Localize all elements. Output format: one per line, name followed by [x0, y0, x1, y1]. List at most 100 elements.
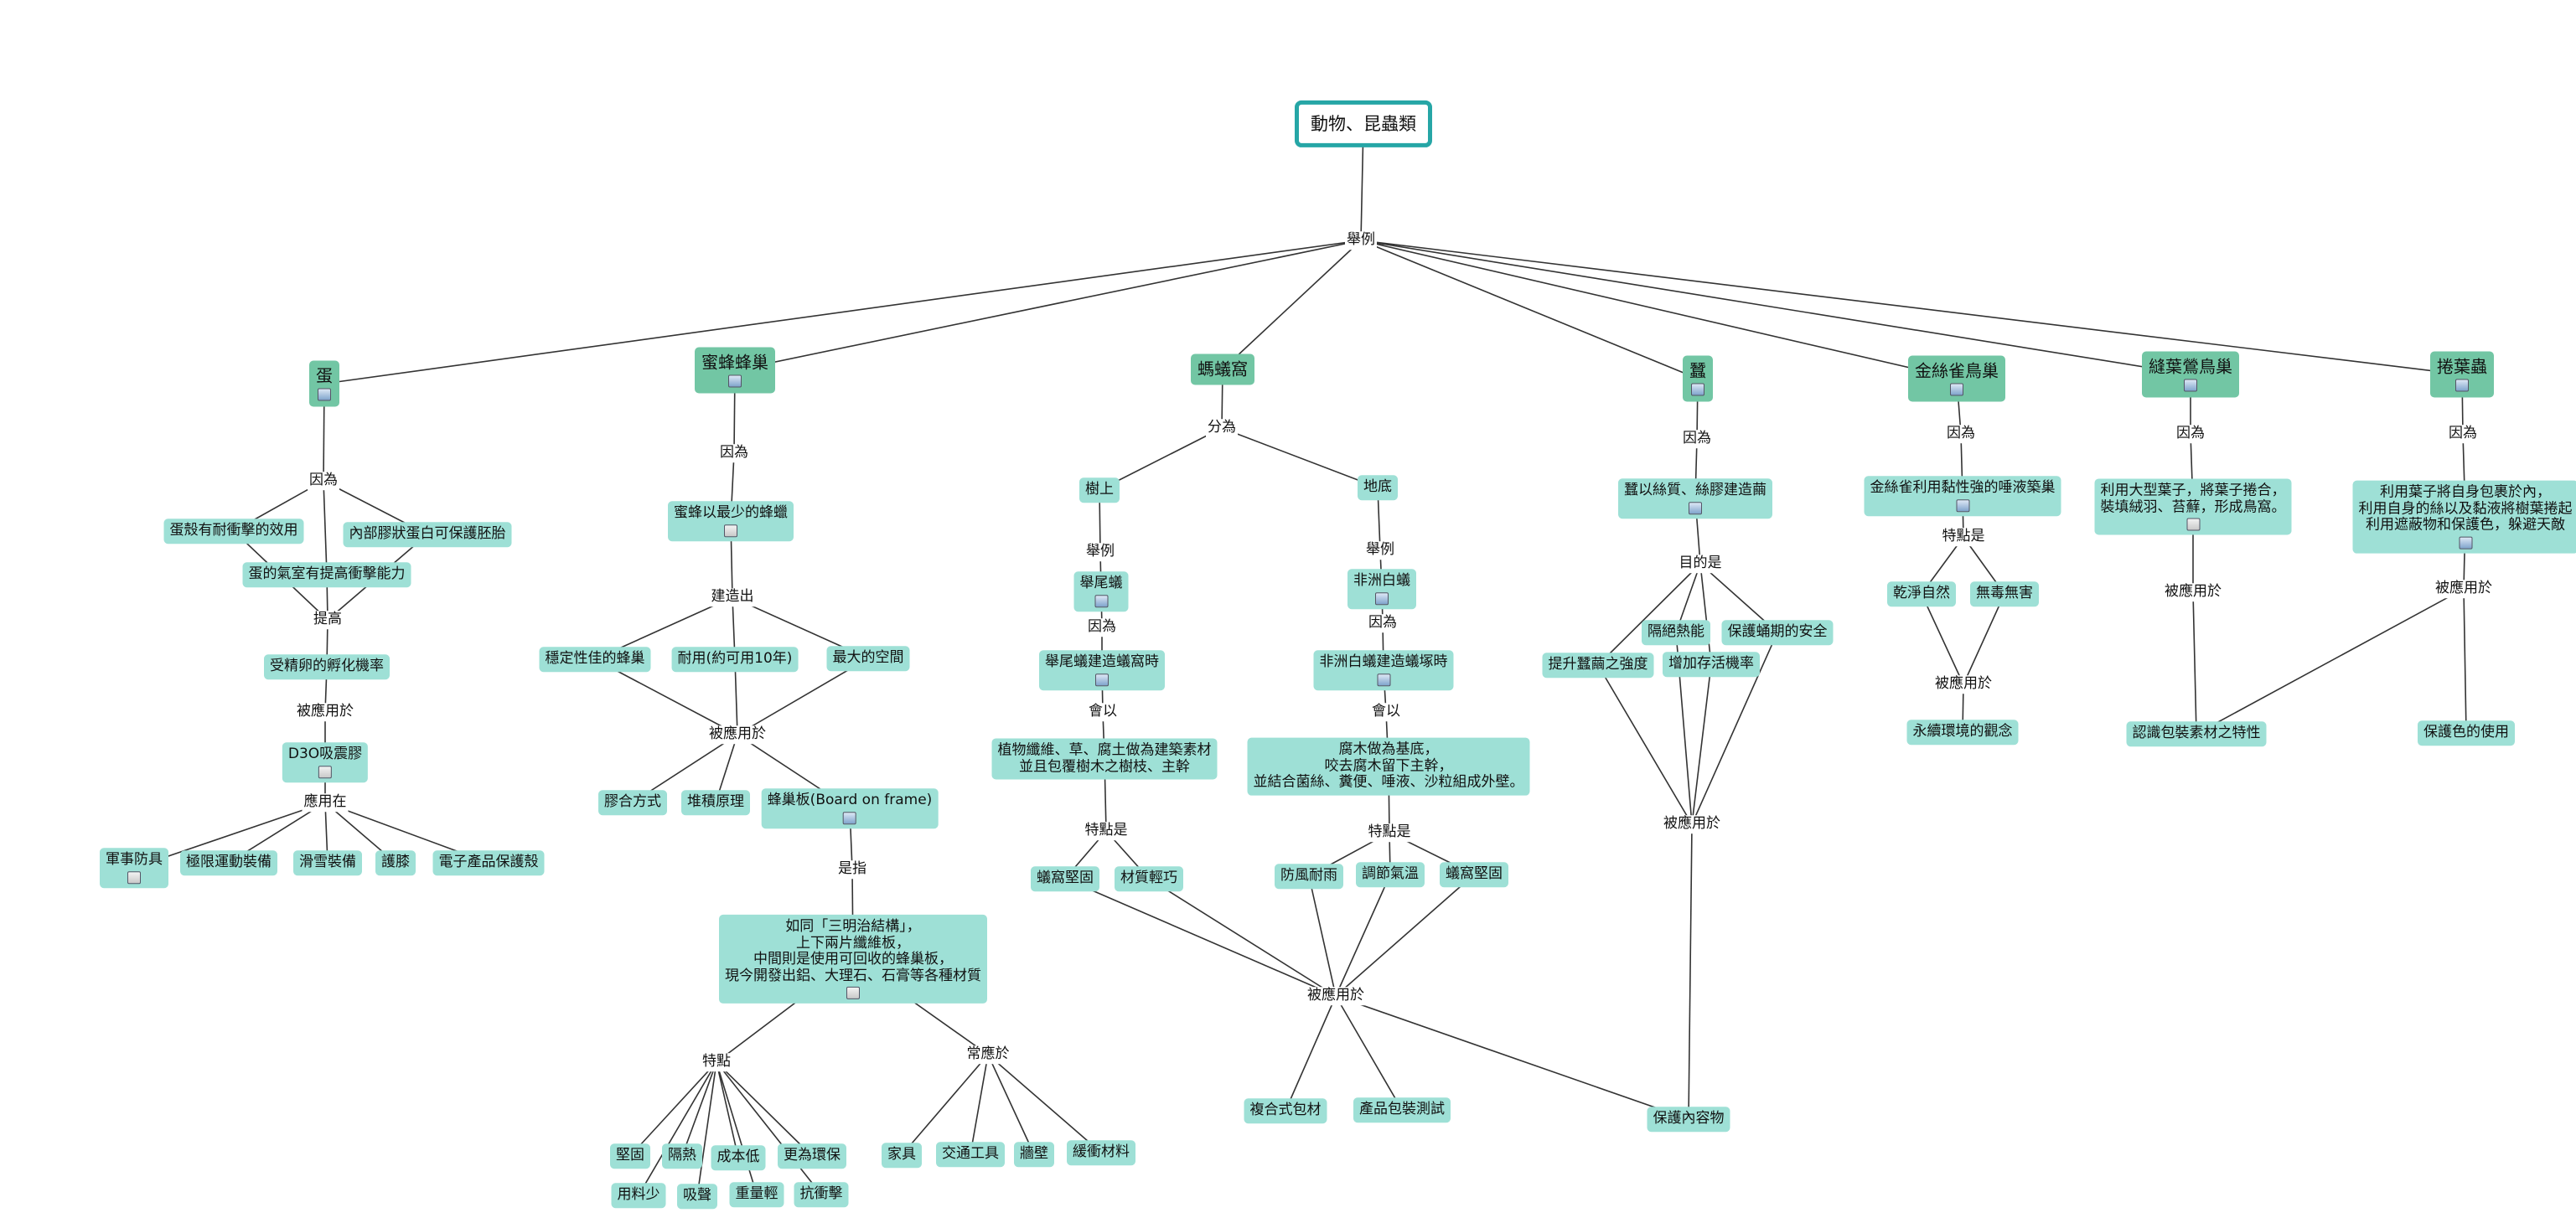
node-label: 特點: [702, 1053, 731, 1071]
concept-node-ant-ground[interactable]: 地底: [1358, 475, 1398, 500]
concept-node-egg-shell[interactable]: 蛋殼有耐衝擊的效用: [163, 519, 304, 544]
image-icon[interactable]: [318, 388, 331, 401]
image-icon[interactable]: [1689, 501, 1702, 514]
concept-node-ant-cremato[interactable]: 舉尾蟻: [1073, 571, 1129, 612]
concept-node-hive-stack[interactable]: 堆積原理: [681, 790, 750, 815]
concept-node-ant-termite[interactable]: 非洲白蟻: [1347, 569, 1416, 609]
concept-node-hive-sand[interactable]: 如同「三明治結構」， 上下兩片纖維板， 中間則是使用可回收的蜂巢板， 現今開發出…: [719, 914, 987, 1004]
concept-node-f-heat[interactable]: 隔熱: [662, 1143, 702, 1169]
concept-node-silk-build[interactable]: 蠶以絲質、絲膠建造繭: [1618, 478, 1772, 519]
concept-node-protect[interactable]: 保護內容物: [1647, 1107, 1730, 1132]
concept-node-f-solid[interactable]: 堅固: [610, 1143, 650, 1169]
concept-node-f-eco[interactable]: 更為環保: [778, 1143, 846, 1169]
concept-node-pack-know[interactable]: 認識包裝素材之特性: [2126, 721, 2267, 746]
concept-node-egg-air[interactable]: 蛋的氣室有提高衝擊能力: [242, 562, 411, 587]
concept-node-ant-solid1[interactable]: 蟻窩堅固: [1031, 866, 1099, 891]
concept-node-d3o[interactable]: D3O吸震膠: [282, 742, 369, 782]
concept-node-egg-hatch[interactable]: 受精卵的孵化機率: [264, 654, 390, 679]
concept-node-ant-rot[interactable]: 腐木做為基底， 咬去腐木留下主幹， 並結合菌絲、糞便、唾液、沙粒組成外壁。: [1247, 737, 1530, 796]
concept-node-hive-durable[interactable]: 耐用(約可用10年): [671, 647, 799, 672]
concept-node-ant-solid2[interactable]: 蟻窩堅固: [1440, 862, 1508, 887]
concept-node-silk-str[interactable]: 提升蠶繭之強度: [1542, 653, 1654, 678]
concept-node-swift-sustain[interactable]: 永續環境的觀念: [1906, 720, 2019, 745]
concept-node-d3o-ext[interactable]: 極限運動裝備: [180, 850, 277, 875]
image-icon[interactable]: [843, 811, 856, 824]
concept-node-u-furn[interactable]: 家具: [882, 1143, 922, 1168]
concept-node-f-less[interactable]: 用料少: [611, 1183, 666, 1208]
image-icon[interactable]: [2455, 379, 2469, 392]
concept-node-u-vehicle[interactable]: 交通工具: [936, 1142, 1005, 1167]
edge-l_ex-swift: [1360, 240, 1958, 379]
doc-icon[interactable]: [127, 870, 141, 884]
doc-icon[interactable]: [846, 987, 860, 1000]
concept-node-egg-membrane[interactable]: 內部膠狀蛋白可保護胚胎: [343, 522, 512, 547]
concept-node-ant-wind[interactable]: 防風耐雨: [1275, 864, 1343, 889]
image-icon[interactable]: [728, 374, 742, 388]
concept-node-d3o-case[interactable]: 電子產品保護殼: [432, 850, 545, 875]
concept-node-u-buffer[interactable]: 緩衝材料: [1067, 1140, 1135, 1165]
concept-node-f-cost[interactable]: 成本低: [711, 1145, 766, 1170]
category-node-roller[interactable]: 捲葉蟲: [2430, 351, 2494, 398]
concept-node-warbler-leaf[interactable]: 利用大型葉子，將葉子捲合， 裝填絨羽、苔蘚，形成鳥窩。: [2094, 478, 2292, 535]
image-icon[interactable]: [1956, 498, 1969, 512]
concept-node-hive-stable[interactable]: 穩定性佳的蜂巢: [539, 647, 651, 672]
concept-node-f-sound[interactable]: 吸聲: [677, 1184, 717, 1209]
edge-ant_temp-ant_applied: [1335, 874, 1391, 997]
concept-node-ant-test[interactable]: 產品包裝測試: [1353, 1097, 1451, 1122]
node-label: 蛋: [316, 365, 333, 386]
concept-node-roller-wrap[interactable]: 利用葉子將自身包裹於內， 利用自身的絲以及黏液將樹葉捲起 利用遮蔽物和保護色，躲…: [2352, 480, 2576, 554]
linking-phrase-roller-applied: 被應用於: [2434, 580, 2494, 598]
concept-node-ant-tree[interactable]: 樹上: [1079, 477, 1120, 503]
concept-node-f-impact[interactable]: 抗衝擊: [794, 1182, 849, 1207]
concept-node-d3o-knee[interactable]: 護膝: [375, 850, 416, 875]
concept-node-ant-plant[interactable]: 植物纖維、草、腐土做為建築素材 並且包覆樹木之樹枝、主幹: [991, 738, 1218, 780]
concept-node-silk-safe[interactable]: 保護蛹期的安全: [1721, 620, 1834, 645]
image-icon[interactable]: [2184, 379, 2197, 392]
concept-node-d3o-mil[interactable]: 軍事防具: [100, 848, 168, 888]
concept-node-hive-wax[interactable]: 蜜蜂以最少的蜂蠟: [668, 501, 794, 541]
linking-phrase-egg-raise: 提高: [312, 611, 344, 629]
concept-node-d3o-snow[interactable]: 滑雪裝備: [293, 850, 362, 875]
node-label: 因為: [2449, 425, 2477, 442]
root-concept-root[interactable]: 動物、昆蟲類: [1295, 100, 1432, 148]
image-icon[interactable]: [1375, 591, 1389, 605]
concept-node-u-wall[interactable]: 牆壁: [1014, 1142, 1054, 1167]
concept-node-ant-termite-build[interactable]: 非洲白蟻建造蟻塚時: [1313, 650, 1454, 690]
image-icon[interactable]: [1094, 594, 1108, 607]
concept-node-hive-board[interactable]: 蜂巢板(Board on frame): [761, 788, 939, 828]
node-label: 無毒無害: [1976, 585, 2033, 602]
image-icon[interactable]: [1095, 673, 1109, 686]
image-icon[interactable]: [2459, 536, 2472, 550]
doc-icon[interactable]: [724, 524, 737, 537]
concept-node-swift-nontox[interactable]: 無毒無害: [1970, 581, 2039, 606]
category-node-warbler[interactable]: 縫葉鶯鳥巢: [2142, 351, 2239, 398]
concept-node-hive-space[interactable]: 最大的空間: [826, 646, 910, 671]
concept-node-ant-temp[interactable]: 調節氣溫: [1356, 862, 1425, 887]
doc-icon[interactable]: [2186, 518, 2200, 531]
edge-l_ex-egg: [323, 240, 1362, 384]
category-node-silk[interactable]: 蠶: [1683, 355, 1713, 402]
image-icon[interactable]: [1691, 383, 1704, 396]
concept-node-hive-glue[interactable]: 膠合方式: [598, 790, 667, 815]
linking-phrase-ant-applied: 被應用於: [1306, 987, 1366, 1005]
concept-node-swift-clean[interactable]: 乾淨自然: [1887, 581, 1956, 606]
concept-node-swift-saliva[interactable]: 金絲雀利用黏性強的唾液築巢: [1864, 476, 2061, 516]
concept-node-ant-cremato-build[interactable]: 舉尾蟻建造蟻窩時: [1039, 650, 1165, 690]
category-node-egg[interactable]: 蛋: [309, 360, 339, 407]
category-node-swift[interactable]: 金絲雀鳥巢: [1908, 355, 2005, 402]
category-node-ant[interactable]: 螞蟻窩: [1191, 353, 1254, 385]
concept-node-silk-insul[interactable]: 隔絕熱能: [1642, 620, 1710, 645]
doc-icon[interactable]: [318, 765, 332, 778]
node-label: 利用大型葉子，將葉子捲合， 裝填絨羽、苔蘚，形成鳥窩。: [2100, 482, 2286, 515]
concept-node-ant-comp[interactable]: 複合式包材: [1244, 1098, 1327, 1123]
concept-node-silk-surv[interactable]: 增加存活機率: [1663, 652, 1760, 677]
category-node-hive[interactable]: 蜜蜂蜂巢: [695, 347, 775, 394]
image-icon[interactable]: [1377, 673, 1390, 686]
linking-phrase-warbler-applied: 被應用於: [2163, 583, 2223, 601]
concept-node-roller-color[interactable]: 保護色的使用: [2418, 720, 2515, 746]
node-label: 蜂巢板(Board on frame): [767, 792, 933, 809]
concept-node-f-light[interactable]: 重量輕: [729, 1182, 784, 1207]
image-icon[interactable]: [1950, 383, 1963, 396]
concept-node-ant-light[interactable]: 材質輕巧: [1115, 866, 1183, 891]
